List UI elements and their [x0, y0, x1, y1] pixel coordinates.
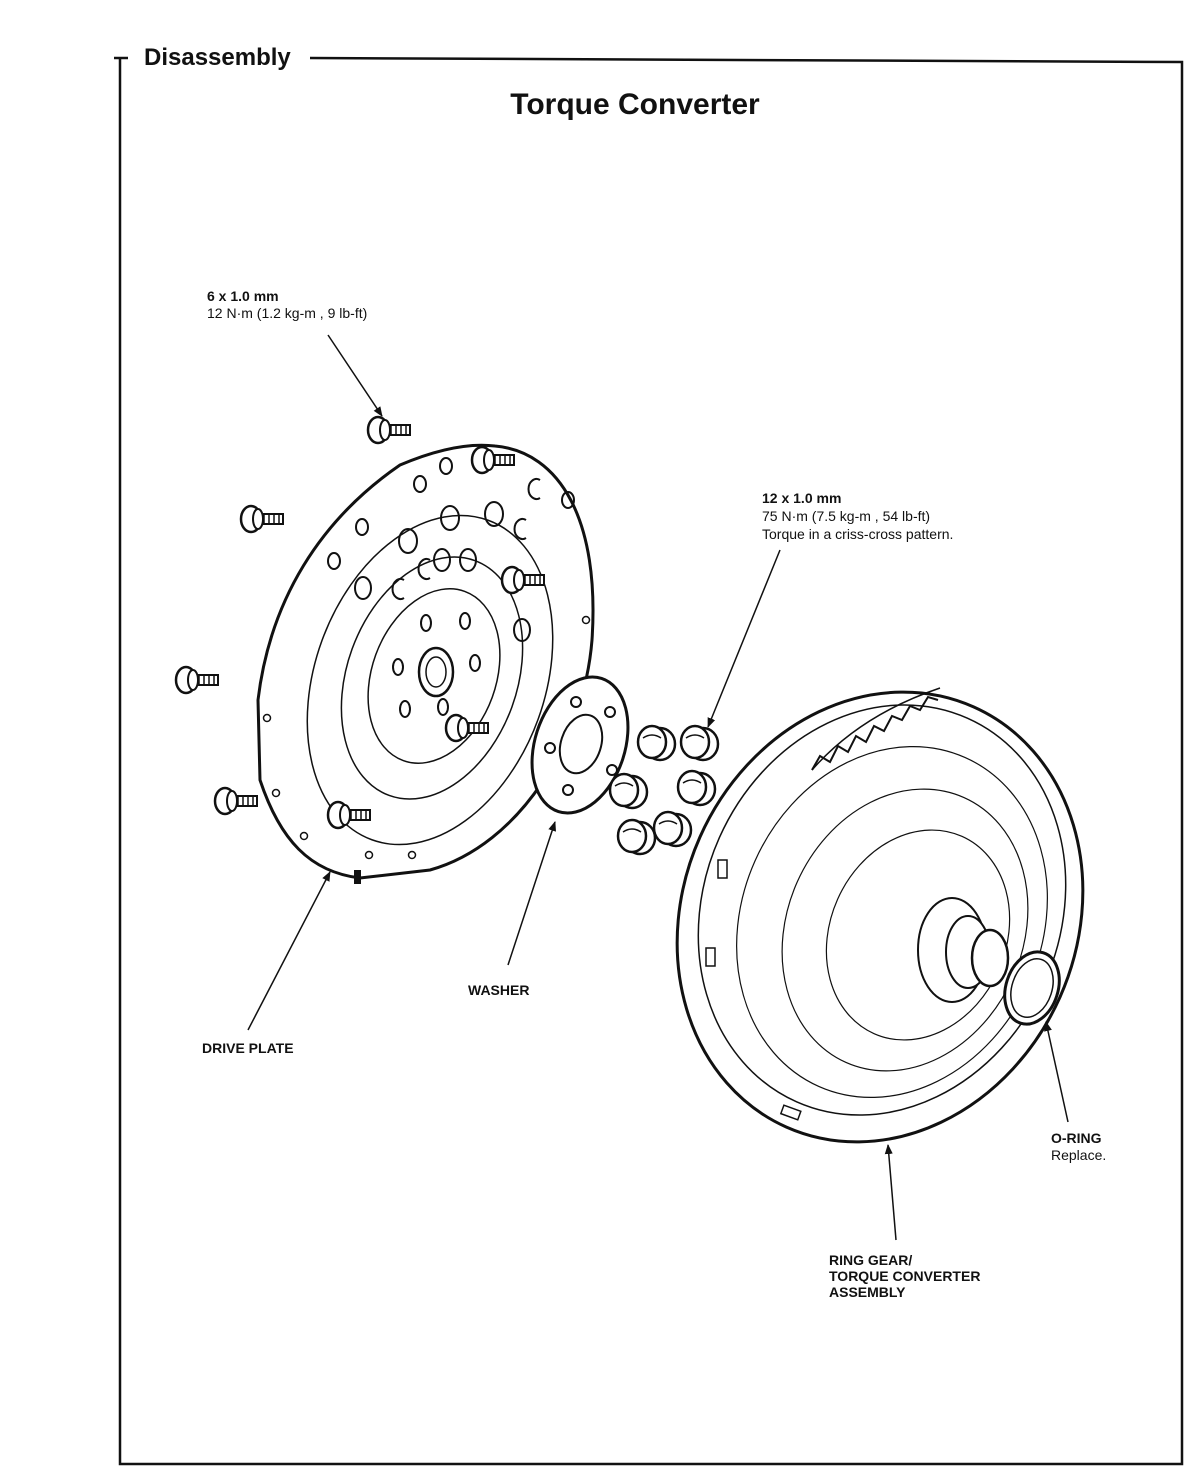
large-bolt-torque-label: 75 N·m (7.5 kg-m , 54 lb-ft) [762, 508, 931, 524]
page-title: Torque Converter [510, 88, 760, 121]
drive-plate-label: DRIVE PLATE [202, 1040, 294, 1056]
washer-label: WASHER [468, 982, 530, 998]
small-bolt-size-label: 6 x 1.0 mm [207, 288, 279, 304]
torque-converter [675, 687, 1085, 1144]
o-ring-label: O-RING [1051, 1130, 1102, 1146]
small-bolt-torque-label: 12 N·m (1.2 kg-m , 9 lb-ft) [207, 305, 368, 321]
ring-gear-label-line-3: ASSEMBLY [829, 1284, 906, 1300]
ring-gear-label-line-1: RING GEAR/ [829, 1252, 913, 1268]
ring-gear-label-line-2: TORQUE CONVERTER [829, 1268, 981, 1284]
washer [530, 675, 630, 815]
drive-plate [256, 443, 595, 884]
leader-lines [247, 334, 1069, 1241]
large-bolt-size-label: 12 x 1.0 mm [762, 490, 842, 506]
o-ring-note-label: Replace. [1051, 1147, 1107, 1163]
large-bolt-note-label: Torque in a criss-cross pattern. [762, 526, 954, 542]
page-frame [114, 56, 1184, 1466]
section-label: Disassembly [136, 44, 299, 72]
